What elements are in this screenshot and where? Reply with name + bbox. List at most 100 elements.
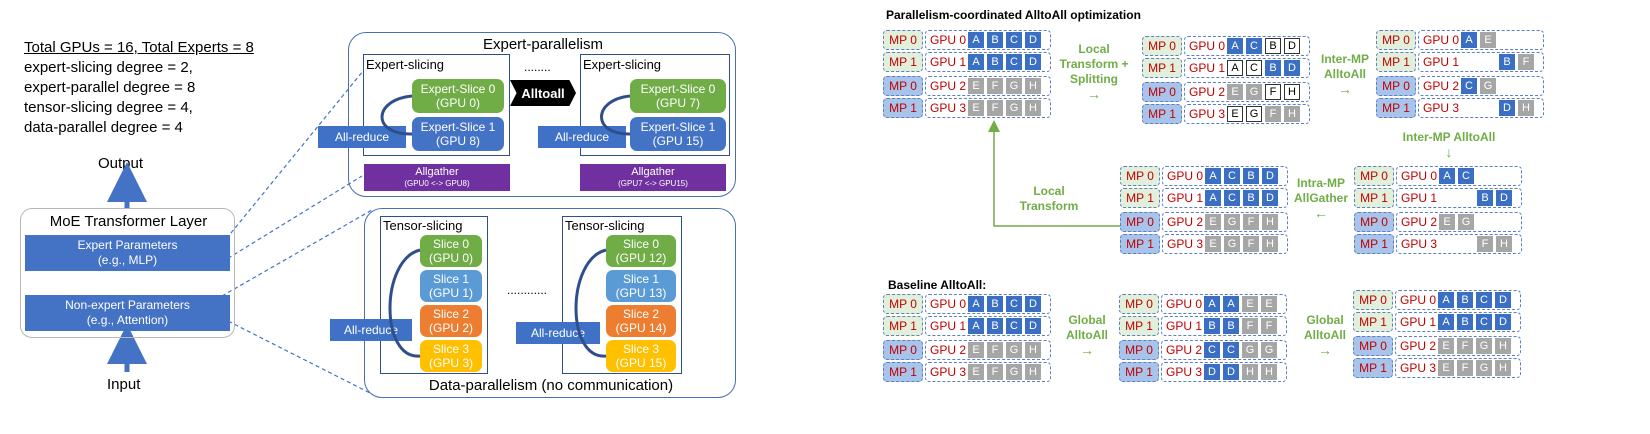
slice-gpu: (GPU 13) <box>615 286 667 300</box>
token-cell: E <box>1227 106 1243 122</box>
expert-slice-0-right[interactable]: Expert-Slice 0 (GPU 7) <box>630 79 726 113</box>
mp-label: MP 1 <box>1376 98 1416 118</box>
gpu-label: GPU 1 <box>1167 191 1204 205</box>
slice-3-left[interactable]: Slice 3 (GPU 3) <box>420 340 482 372</box>
mp-label: MP 0 <box>1354 212 1394 232</box>
token-cell: F <box>1261 318 1277 334</box>
expert-slice-0-left[interactable]: Expert-Slice 0 (GPU 0) <box>412 79 504 113</box>
token-cell: D <box>1499 100 1515 116</box>
slice-2-left[interactable]: Slice 2 (GPU 2) <box>420 305 482 337</box>
gpu-label: GPU 2 <box>1167 215 1204 229</box>
token-cell: A <box>1204 296 1220 312</box>
allgather-right: Allgather (GPU7 <-> GPU15) <box>580 164 726 191</box>
token-cell: F <box>1477 236 1493 252</box>
token-cell: A <box>968 296 984 312</box>
slice-1-left[interactable]: Slice 1 (GPU 1) <box>420 270 482 302</box>
slice-1-right[interactable]: Slice 1 (GPU 13) <box>606 270 676 302</box>
token-cell: A <box>1227 60 1243 76</box>
expert-parameters-label: Expert Parameters <box>77 238 178 252</box>
expert-slice-1-left[interactable]: Expert-Slice 1 (GPU 8) <box>412 117 504 151</box>
token-cell: A <box>968 32 984 48</box>
gpu-label: GPU 1 <box>1401 191 1438 205</box>
input-label: Input <box>107 376 141 393</box>
gpu-label: GPU 2 <box>1166 343 1203 357</box>
token-cell: E <box>968 342 984 358</box>
nonexpert-parameters-sub: (e.g., Attention) <box>86 313 169 327</box>
right-arrow-icon: → <box>1338 81 1352 97</box>
token-cell: F <box>1457 360 1473 376</box>
ellipsis: ............ <box>507 283 548 297</box>
all-reduce-button[interactable]: All-reduce <box>318 126 406 148</box>
token-cell: A <box>1223 296 1239 312</box>
expert-parameters-box[interactable]: Expert Parameters (e.g., MLP) <box>25 235 230 271</box>
all-reduce-button[interactable]: All-reduce <box>538 126 626 148</box>
token-cell: H <box>1025 342 1041 358</box>
token-cell: F <box>1243 214 1259 230</box>
nonexpert-parameters-box[interactable]: Non-expert Parameters (e.g., Attention) <box>25 295 230 331</box>
token-cell: A <box>1205 168 1221 184</box>
slice-0-right[interactable]: Slice 0 (GPU 12) <box>606 235 676 267</box>
mp-label: MP 0 <box>1354 166 1394 186</box>
allgather-gpus: (GPU0 <-> GPU8) <box>404 178 470 188</box>
token-cell: G <box>1476 360 1492 376</box>
gpu-label: GPU 2 <box>1423 79 1460 93</box>
token-cell: B <box>1457 314 1473 330</box>
token-cell: H <box>1262 236 1278 252</box>
gpu-label: GPU 0 <box>930 33 967 47</box>
data-parallelism-panel: Data-parallelism (no communication) <box>364 208 736 398</box>
mp-label: MP 1 <box>1354 234 1394 254</box>
gpu-label: GPU 2 <box>1401 215 1438 229</box>
moe-layer-title: MoE Transformer Layer <box>49 213 208 230</box>
allgather-left: Allgather (GPU0 <-> GPU8) <box>364 164 510 191</box>
gpu-label: GPU 2 <box>930 79 967 93</box>
slice-gpu: (GPU 15) <box>652 134 704 148</box>
expert-slice-1-right[interactable]: Expert-Slice 1 (GPU 15) <box>630 117 726 151</box>
token-cell: D <box>1284 38 1300 54</box>
gpu-label: GPU 3 <box>1423 101 1460 115</box>
token-cell: E <box>968 100 984 116</box>
token-cell: G <box>1476 338 1492 354</box>
slice-label: Slice 1 <box>432 272 470 286</box>
right-arrow-icon: → <box>1318 342 1332 358</box>
slice-gpu: (GPU 12) <box>615 251 667 265</box>
slice-3-right[interactable]: Slice 3 (GPU 15) <box>606 340 676 372</box>
token-cell: D <box>1204 364 1220 380</box>
slice-label: Expert-Slice 1 <box>640 120 716 134</box>
token-cell: E <box>1438 360 1454 376</box>
slice-0-left[interactable]: Slice 0 (GPU 0) <box>420 235 482 267</box>
slice-gpu: (GPU 0) <box>435 96 480 110</box>
right-arrow-icon: → <box>1087 86 1101 102</box>
token-cell: A <box>1205 190 1221 206</box>
token-cell: B <box>1204 318 1220 334</box>
token-cell: E <box>968 78 984 94</box>
token-cell: C <box>1458 168 1474 184</box>
token-cell: H <box>1025 78 1041 94</box>
arrow-text: Local <box>1078 42 1110 56</box>
token-cell: C <box>1223 342 1239 358</box>
token-cell: C <box>1461 78 1477 94</box>
spec-title: Total GPUs = 16, Total Experts = 8 <box>24 39 254 56</box>
token-cell: F <box>1457 338 1473 354</box>
token-cell: E <box>1227 84 1243 100</box>
slice-2-right[interactable]: Slice 2 (GPU 14) <box>606 305 676 337</box>
token-cell: B <box>1243 190 1259 206</box>
token-cell: F <box>987 78 1003 94</box>
token-cell: B <box>987 54 1003 70</box>
arrow-label-local-transform: Local Transform <box>1014 184 1084 214</box>
